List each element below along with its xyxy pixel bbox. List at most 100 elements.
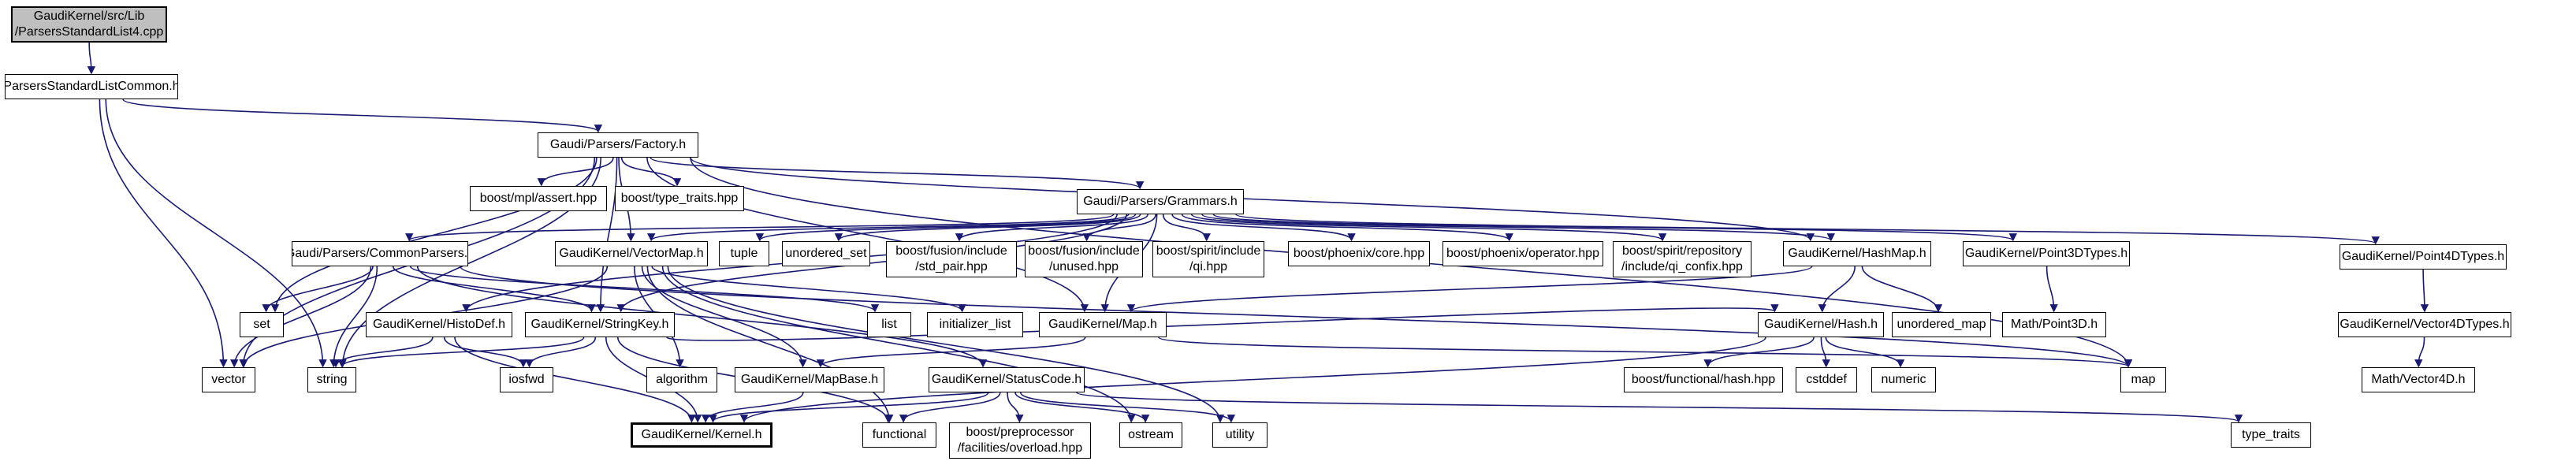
graph-node-ostream: ostream [1119,422,1182,448]
graph-edge-vectormap-to-utility [667,266,1225,423]
graph-edge-vector4dtypes-to-math_vector4d [2414,337,2425,368]
graph-node-mpl_assert: boost/mpl/assert.hpp [470,186,607,211]
graph-edge-factory-to-hashmap [690,157,1815,242]
graph-node-type_traits: type_traits [2231,422,2311,448]
graph-node-qi_confix: boost/spirit/repository /include/qi_conf… [1613,241,1751,277]
graph-edge-grammars-to-vectormap [647,214,1130,242]
graph-edge-grammars-to-qi_confix [1190,214,1667,242]
graph-node-commonparsers[interactable]: Gaudi/Parsers/CommonParsers.h [292,241,468,266]
graph-edge-gmap-to-mapbase [816,337,1086,368]
graph-node-vector: vector [202,367,255,392]
graph-node-root: GaudiKernel/src/Lib /ParsersStandardList… [11,6,167,43]
graph-edge-hashmap-to-gmap [1127,266,1813,313]
graph-node-hash[interactable]: GaudiKernel/Hash.h [1758,312,1884,337]
graph-node-point3dtypes[interactable]: GaudiKernel/Point3DTypes.h [1963,241,2130,266]
graph-edge-common-to-factory [122,99,602,133]
graph-node-common[interactable]: ParsersStandardListCommon.h [5,74,178,99]
graph-node-tuple: tuple [719,241,769,266]
graph-edge-factory-to-mpl_assert [537,157,614,187]
graph-node-mapbase[interactable]: GaudiKernel/MapBase.h [735,367,884,392]
graph-edge-vectormap-to-mapbase [641,266,807,368]
graph-node-hashmap[interactable]: GaudiKernel/HashMap.h [1783,241,1931,266]
graph-edge-hash-to-boost_hash [1703,337,1815,368]
graph-edge-factory-to-set [270,157,597,313]
graph-edge-grammars-to-commonparsers [405,214,1115,242]
graph-node-math_point3d: Math/Point3D.h [2002,312,2106,337]
graph-edge-statuscode-to-type_traits [1076,392,2243,423]
graph-node-fusion_std_pair: boost/fusion/include /std_pair.hpp [886,241,1017,277]
graph-node-gmap[interactable]: GaudiKernel/Map.h [1039,312,1167,337]
graph-node-overload: boost/preprocessor /facilities/overload.… [949,422,1091,459]
graph-node-cstddef: cstddef [1796,367,1857,392]
graph-edge-vectormap-to-ostream [661,266,1136,423]
graph-edge-hash-to-kernel [740,337,1766,423]
graph-node-list: list [867,312,911,337]
graph-edge-point4dtypes-to-vector4dtypes [2420,269,2429,313]
graph-node-point4dtypes[interactable]: GaudiKernel/Point4DTypes.h [2340,244,2507,270]
graph-node-fusion_unused: boost/fusion/include /unused.hpp [1025,241,1143,277]
graph-node-statuscode[interactable]: GaudiKernel/StatusCode.h [929,367,1085,392]
graph-edge-point3dtypes-to-math_point3d [2046,266,2058,313]
graph-node-vectormap[interactable]: GaudiKernel/VectorMap.h [555,241,708,266]
graph-edge-statuscode-to-ostream [1014,392,1150,423]
graph-edge-grammars-to-fusion_unused [1082,214,1156,242]
graph-edge-factory-to-grammars [650,157,1145,190]
graph-edge-grammars-to-tuple [755,214,1137,242]
graph-edge-common-to-string [105,99,327,368]
graph-node-kernel[interactable]: GaudiKernel/Kernel.h [631,422,772,448]
graph-edge-vectormap-to-initializer_list [651,266,966,313]
graph-node-btype_traits: boost/type_traits.hpp [615,186,744,211]
graph-edge-factory-to-btype_traits [620,157,682,187]
graph-edge-commonparsers-to-set [262,266,374,313]
graph-node-phoenix_operator: boost/phoenix/operator.hpp [1442,241,1603,266]
graph-edge-grammars-to-spirit_qi [1162,214,1211,242]
graph-edge-grammars-to-stringkey [616,214,1128,313]
graph-node-histodef[interactable]: GaudiKernel/HistoDef.h [366,312,512,337]
graph-node-factory[interactable]: Gaudi/Parsers/Factory.h [538,132,698,158]
graph-node-utility: utility [1212,422,1268,448]
graph-edge-stringkey-to-hash [666,303,1779,341]
graph-edge-commonparsers-to-vector [230,266,372,368]
graph-edge-commonparsers-to-stringkey [392,266,596,313]
graph-node-math_vector4d: Math/Vector4D.h [2362,367,2475,392]
graph-edge-hash-to-numeric [1825,337,1905,368]
graph-node-numeric: numeric [1871,367,1936,392]
graph-edge-histodef-to-iosfwd [443,337,527,368]
graph-edge-hashmap-to-hash [1818,266,1856,313]
graph-node-algorithm: algorithm [646,367,717,392]
graph-node-stringkey[interactable]: GaudiKernel/StringKey.h [525,312,675,337]
graph-edge-commonparsers-to-statuscode [416,266,988,368]
graph-node-map: map [2120,367,2166,392]
graph-edge-grammars-to-unordered_set [834,214,1141,242]
graph-edge-statuscode-to-overload [1007,392,1024,423]
graph-edge-root-to-common [87,42,96,75]
graph-node-iosfwd: iosfwd [500,367,553,392]
graph-node-unordered_set: unordered_set [782,241,870,266]
graph-edge-factory-to-stringkey [596,157,618,313]
graph-edge-statuscode-to-functional [899,392,1001,423]
graph-edge-commonparsers-to-list [409,266,879,313]
graph-edge-histodef-to-kernel [454,337,696,423]
graph-node-unordered_map: unordered_map [1892,312,1991,337]
graph-node-vector4dtypes[interactable]: GaudiKernel/Vector4DTypes.h [2338,312,2511,337]
graph-node-string: string [307,367,356,392]
graph-edge-stringkey-to-string [337,337,585,368]
graph-edge-vectormap-to-functional [646,266,894,423]
graph-edge-stringkey-to-iosfwd [525,337,597,368]
graph-node-initializer_list: initializer_list [927,312,1023,337]
graph-node-functional: functional [862,422,936,448]
graph-edge-commonparsers-to-string [329,266,378,368]
graph-node-phoenix_core: boost/phoenix/core.hpp [1288,241,1430,266]
graph-node-set: set [240,312,284,337]
graph-edge-grammars-to-hashmap [1201,214,1835,242]
graph-edge-common-to-vector [99,99,228,368]
graph-edge-hash-to-cstddef [1820,337,1830,368]
graph-node-spirit_qi: boost/spirit/include /qi.hpp [1152,241,1264,277]
graph-edge-grammars-to-phoenix_operator [1181,214,1513,242]
graph-node-grammars[interactable]: Gaudi/Parsers/Grammars.h [1077,189,1244,214]
graph-edge-factory-to-gmap [646,157,1089,313]
graph-edge-statuscode-to-utility [1019,392,1235,423]
graph-node-boost_hash: boost/functional/hash.hpp [1624,367,1783,392]
